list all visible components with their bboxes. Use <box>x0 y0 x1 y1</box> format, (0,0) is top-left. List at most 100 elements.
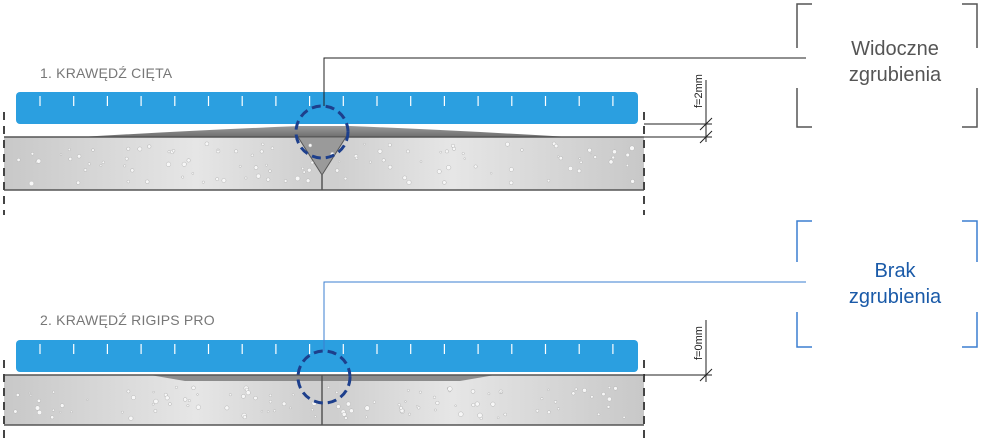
texture-dot <box>608 159 614 165</box>
dim-1-tick-b <box>699 130 713 144</box>
texture-dot <box>204 141 210 147</box>
board-2-texture <box>13 385 626 421</box>
highlight-circle-2 <box>296 349 352 405</box>
leader-line-1 <box>323 57 806 106</box>
callout-2-line-1: Brak <box>874 260 916 282</box>
texture-dot <box>546 179 551 183</box>
texture-dot <box>490 401 496 407</box>
texture-dot <box>606 405 611 409</box>
section-2-drawing <box>3 220 978 440</box>
texture-dot <box>86 398 89 401</box>
texture-dot <box>406 179 412 185</box>
texture-dot <box>305 178 311 183</box>
texture-dot <box>587 147 592 153</box>
leader-line-2 <box>323 281 806 351</box>
texture-dot <box>613 386 618 391</box>
texture-dot <box>364 405 370 411</box>
texture-dot <box>186 158 191 163</box>
texture-dot <box>164 395 170 401</box>
texture-dot <box>364 415 368 419</box>
texture-dot <box>622 415 626 419</box>
texture-dot <box>147 144 152 149</box>
texture-dot <box>165 161 172 167</box>
texture-dot <box>419 160 423 163</box>
texture-dot <box>128 415 134 421</box>
texture-dot <box>399 406 403 410</box>
texture-dot <box>474 401 480 407</box>
texture-dot <box>191 385 196 390</box>
texture-dot <box>473 164 478 169</box>
texture-dot <box>283 179 288 183</box>
texture-dot <box>417 406 421 410</box>
texture-dot <box>490 172 493 175</box>
texture-dot <box>406 149 410 154</box>
texture-dot <box>454 404 457 407</box>
texture-dot <box>308 143 313 148</box>
texture-dot <box>629 145 635 151</box>
texture-dot <box>259 149 264 154</box>
texture-dot <box>36 409 43 416</box>
texture-dot <box>101 160 105 164</box>
texture-dot <box>181 175 185 179</box>
texture-dot <box>611 155 615 160</box>
texture-dot <box>496 416 500 420</box>
texture-dot <box>195 404 201 410</box>
texture-dot <box>418 390 422 394</box>
texture-dot <box>344 416 348 420</box>
texture-dot <box>221 178 227 183</box>
texture-dot <box>336 404 341 409</box>
texture-dot <box>76 180 81 185</box>
section-1-drawing <box>3 3 978 215</box>
texture-dot <box>327 385 330 389</box>
texture-dot <box>363 143 366 146</box>
texture-dot <box>167 150 171 154</box>
texture-dot <box>335 168 340 173</box>
texture-dot <box>28 180 35 187</box>
texture-dot <box>368 160 372 164</box>
texture-dot <box>597 412 601 416</box>
texture-dot <box>34 405 41 411</box>
texture-dot <box>452 146 456 151</box>
texture-dot <box>99 164 103 167</box>
texture-dot <box>131 395 136 401</box>
texture-dot <box>434 408 437 412</box>
measurement-1-label: f=2mm <box>693 74 705 108</box>
texture-dot <box>387 143 392 147</box>
texture-dot <box>381 158 386 163</box>
section-2-label: 2. KRAWĘDŹ RIGIPS PRO <box>40 312 215 328</box>
texture-dot <box>335 390 339 394</box>
texture-dot <box>266 410 270 413</box>
callout-2-line-2: zgrubienia <box>848 286 942 308</box>
texture-dot <box>314 415 317 418</box>
texture-dot <box>137 146 143 152</box>
texture-dot <box>547 388 550 391</box>
texture-dot <box>52 390 56 394</box>
texture-dot <box>36 158 42 164</box>
dim-2-tick <box>699 368 713 382</box>
texture-dot <box>557 155 560 158</box>
texture-dot <box>253 165 259 170</box>
texture-dot <box>15 393 20 397</box>
texture-dot <box>625 152 630 158</box>
board-1-texture <box>16 141 635 187</box>
callout-1-bracket-right <box>962 3 978 128</box>
texture-dot <box>607 396 612 402</box>
texture-dot <box>625 164 629 167</box>
texture-dot <box>590 395 594 399</box>
texture-dot <box>16 157 21 162</box>
texture-dot <box>343 176 348 181</box>
texture-dot <box>196 393 199 396</box>
texture-dot <box>268 400 273 404</box>
texture-dot <box>281 401 287 407</box>
texture-dot <box>36 398 41 403</box>
callout-1-line-1: Widoczne <box>851 38 939 60</box>
texture-dot <box>505 141 510 147</box>
texture-dot <box>302 170 306 174</box>
callout-2-bracket-right <box>962 220 978 348</box>
texture-dot <box>402 175 407 181</box>
texture-dot <box>241 394 246 399</box>
texture-dot <box>601 392 606 397</box>
texture-dot <box>215 177 220 181</box>
texture-dot <box>446 165 452 171</box>
